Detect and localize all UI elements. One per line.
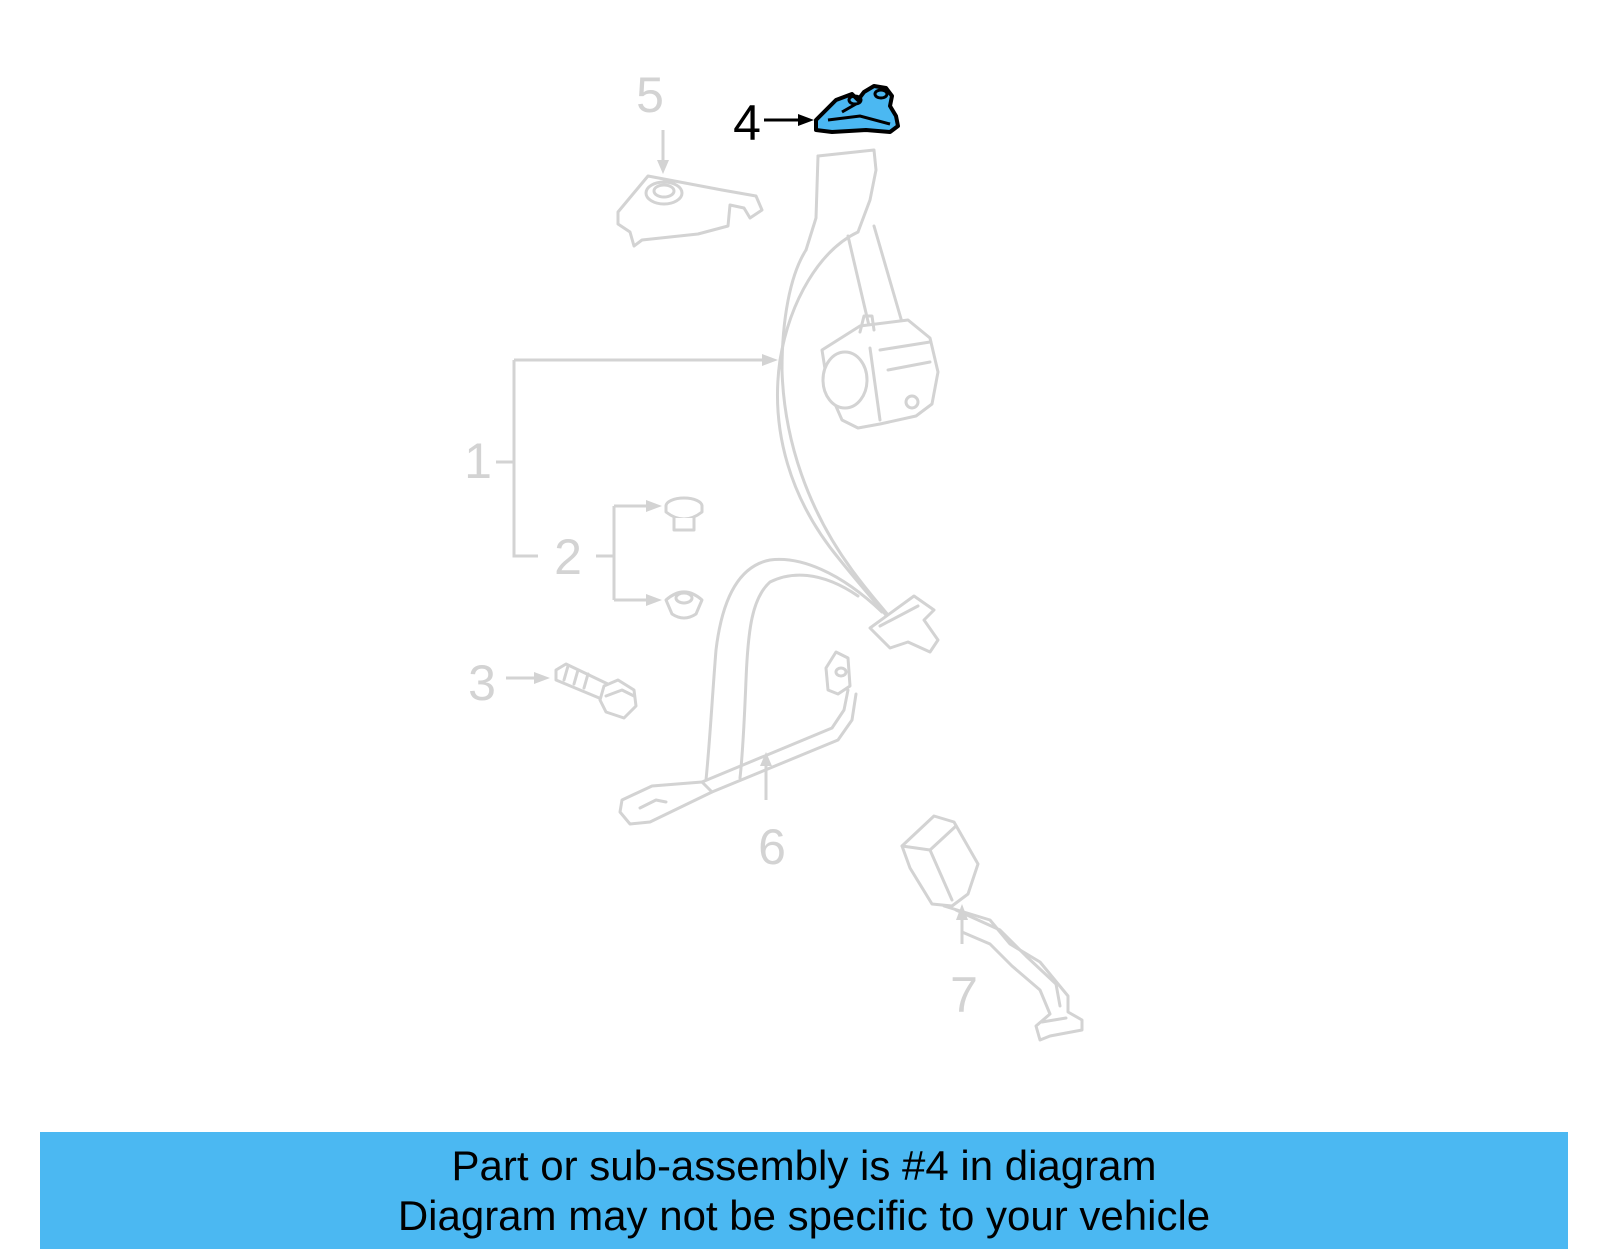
callout-1: 1 xyxy=(464,354,778,558)
callout-7-label: 7 xyxy=(950,967,978,1023)
part-6-lower-anchor[interactable] xyxy=(618,650,858,826)
part-2-clip-upper[interactable] xyxy=(664,496,704,532)
callout-7: 7 xyxy=(950,904,978,1023)
callout-6-label: 6 xyxy=(758,819,786,875)
banner-line-disclaimer: Diagram may not be specific to your vehi… xyxy=(397,1191,1211,1239)
callout-4: 4 xyxy=(733,95,814,151)
part-3-bolt[interactable] xyxy=(554,662,638,720)
part-4-anchor-plate[interactable] xyxy=(814,84,900,134)
callout-3-label: 3 xyxy=(468,655,496,711)
callout-2-label: 2 xyxy=(554,529,582,585)
part-5-anchor-bracket[interactable] xyxy=(616,174,764,248)
info-banner: Part or sub-assembly is #4 in diagram Di… xyxy=(40,1132,1568,1249)
part-1-seat-belt-assembly[interactable] xyxy=(704,148,940,782)
banner-line-part-number: Part or sub-assembly is #4 in diagram xyxy=(451,1141,1157,1189)
callout-1-label: 1 xyxy=(464,433,492,489)
callout-3: 3 xyxy=(468,655,550,711)
callout-5: 5 xyxy=(636,67,669,174)
part-2-clip-lower[interactable] xyxy=(664,590,704,620)
callout-5-label: 5 xyxy=(636,67,664,123)
callout-6: 6 xyxy=(758,752,786,875)
callout-2: 2 xyxy=(554,500,662,606)
callout-4-label: 4 xyxy=(733,95,761,151)
part-7-buckle[interactable] xyxy=(900,814,1084,1042)
